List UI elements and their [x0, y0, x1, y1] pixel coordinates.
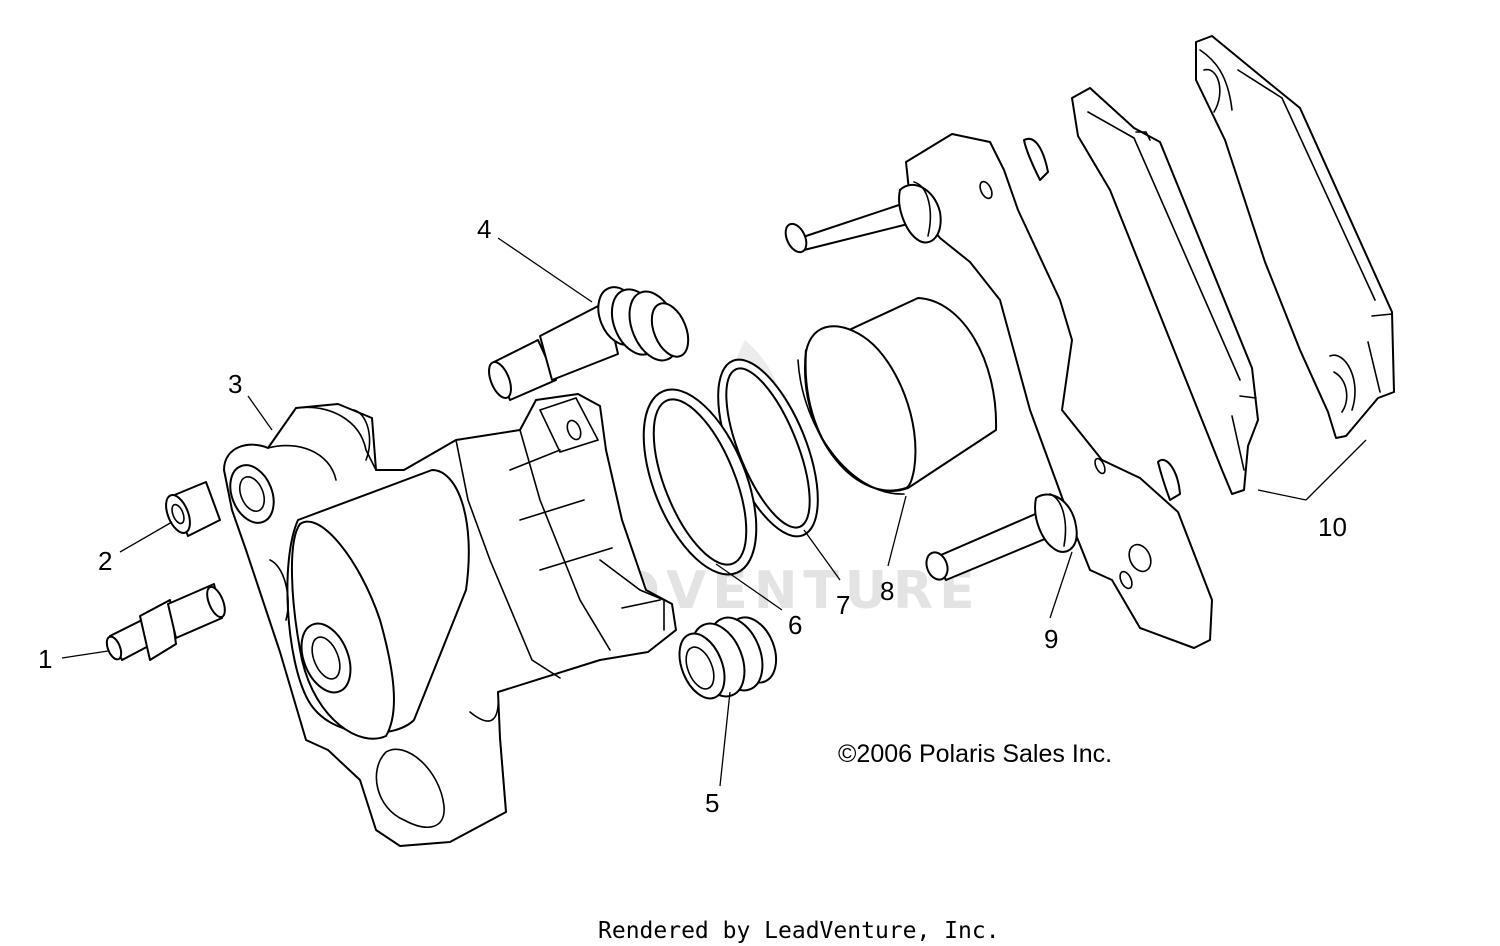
callout-2: 2	[98, 546, 112, 576]
callout-3: 3	[228, 369, 242, 399]
callout-1: 1	[38, 644, 52, 674]
part-3-caliper-body	[223, 393, 677, 847]
part-4-slide-pin	[488, 286, 690, 401]
part-9-bracket	[784, 133, 1213, 649]
render-credit: Rendered by LeadVenture, Inc.	[598, 918, 1000, 944]
callouts: 1 2 3 4 5 6 7 8 9 10	[38, 214, 1347, 818]
callout-7: 7	[836, 590, 850, 620]
callout-10: 10	[1318, 512, 1347, 542]
copyright-text: ©2006 Polaris Sales Inc.	[838, 740, 1112, 768]
callout-5: 5	[705, 788, 719, 818]
callout-6: 6	[788, 610, 802, 640]
callout-8: 8	[880, 576, 894, 606]
part-2-bleeder-cap	[165, 481, 221, 537]
part-inner-brake-pad	[1071, 87, 1259, 495]
part-5-boot	[678, 616, 778, 700]
callout-9: 9	[1044, 624, 1058, 654]
part-1-bleeder-screw	[105, 583, 226, 661]
leader-lines	[61, 237, 1367, 787]
callout-4: 4	[477, 214, 491, 244]
part-8-piston	[797, 297, 998, 495]
part-10-brake-pad	[1195, 35, 1395, 439]
part-7-seal	[717, 358, 819, 538]
part-6-seal-ring	[642, 388, 758, 576]
